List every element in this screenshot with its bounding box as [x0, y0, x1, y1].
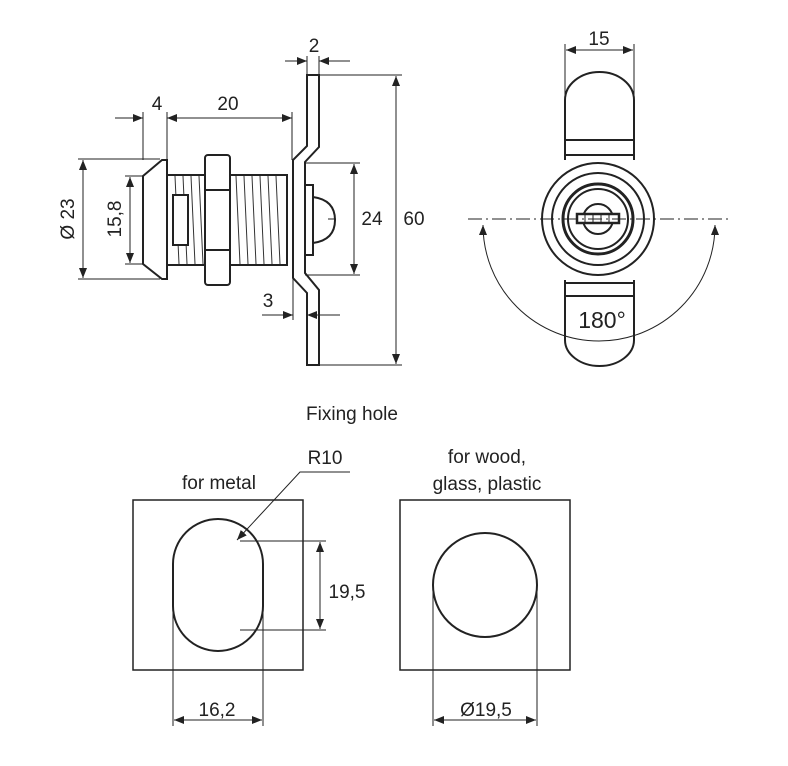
dim-offset: 3 — [263, 291, 274, 312]
spindle — [304, 184, 314, 256]
screw-head — [312, 196, 337, 244]
metal-height: 19,5 — [329, 582, 366, 603]
metal-radius: R10 — [308, 448, 343, 469]
metal-hole: for metal R10 19,5 16,2 — [132, 448, 366, 726]
front-view: 180° 15 — [468, 29, 730, 367]
metal-width: 16,2 — [199, 700, 236, 721]
dim-bezel: 4 — [152, 94, 163, 115]
cam-bar — [564, 71, 635, 367]
dim-plate-length: 60 — [403, 209, 424, 230]
wood-hole-circle — [432, 532, 538, 638]
rotation-arc — [479, 224, 719, 342]
dim-body-length: 20 — [217, 94, 238, 115]
fixing-hole-title: Fixing hole — [306, 404, 398, 425]
dim-width: 15 — [588, 29, 609, 50]
dim-inner-height: 15,8 — [105, 201, 126, 238]
hex-nut — [204, 154, 231, 286]
metal-hole-shape — [172, 518, 264, 652]
metal-label: for metal — [182, 473, 256, 494]
wood-diameter: Ø19,5 — [460, 700, 512, 721]
slot — [172, 194, 189, 246]
dim-outer-diameter: Ø 23 — [58, 198, 79, 239]
rotation-angle: 180° — [578, 307, 626, 333]
wood-hole: for wood, glass, plastic Ø19,5 — [399, 447, 571, 726]
wood-label-line2: glass, plastic — [433, 474, 542, 495]
dim-plate-thickness: 2 — [309, 36, 320, 57]
side-view: 4 20 2 Ø 23 15,8 24 60 3 — [58, 36, 425, 366]
dim-offset-height: 24 — [361, 209, 383, 230]
bezel — [142, 159, 168, 280]
wood-label-line1: for wood, — [448, 447, 526, 468]
